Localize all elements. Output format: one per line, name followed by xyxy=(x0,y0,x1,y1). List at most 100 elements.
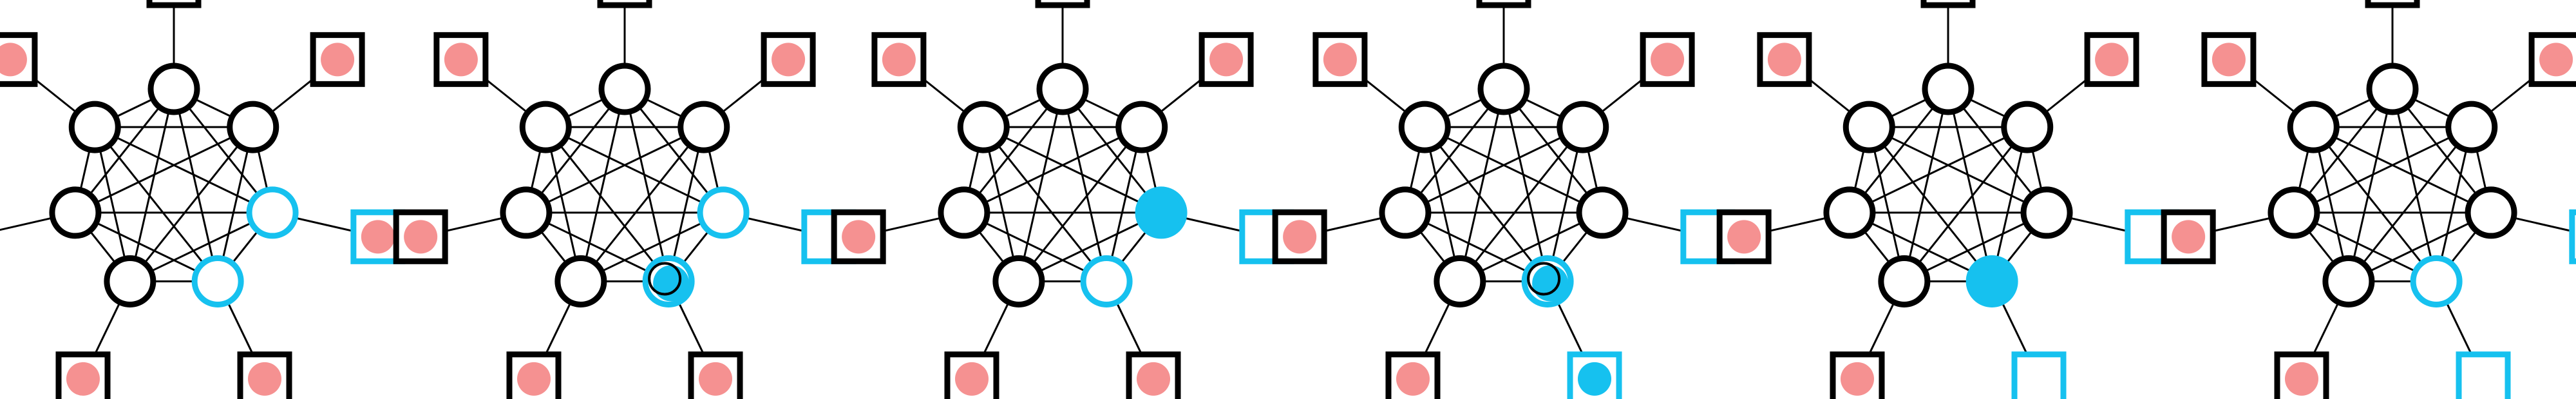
node-circle xyxy=(957,101,1010,153)
edge-2-6 xyxy=(2293,126,2472,214)
edge-1-5 xyxy=(94,126,273,214)
inner-node-3 xyxy=(2322,255,2375,307)
edge-0-4 xyxy=(1947,88,1993,282)
outer-square-1 xyxy=(2201,32,2257,87)
inner-node-2 xyxy=(1823,186,1876,239)
edge-2-4 xyxy=(2293,211,2437,282)
edge-0-5 xyxy=(1061,88,1162,213)
red-peg xyxy=(516,362,551,396)
node-circle xyxy=(1557,101,1609,153)
inner-node-4 xyxy=(2410,255,2463,307)
inner-node-1 xyxy=(957,101,1010,153)
node-circle xyxy=(1878,255,1931,307)
inner-node-2 xyxy=(500,186,553,239)
edge-0-2 xyxy=(2293,88,2394,213)
edge-3-5 xyxy=(580,211,724,282)
outer-square-0 xyxy=(146,0,202,8)
edge-2-4 xyxy=(963,211,1107,282)
outer-square-3 xyxy=(55,351,111,399)
red-peg xyxy=(0,43,27,77)
node-circle xyxy=(992,255,1045,307)
inner-node-1 xyxy=(1842,101,1895,153)
node-circle xyxy=(1379,186,1432,239)
edge-2-6 xyxy=(1405,126,1584,214)
edge-0-4 xyxy=(173,88,219,282)
inner-node-0 xyxy=(598,63,651,115)
outer-square-4 xyxy=(688,351,743,399)
red-peg xyxy=(2172,220,2206,254)
edge-3-5 xyxy=(1459,211,1603,282)
edge-1-4 xyxy=(1424,126,1549,282)
outer-square-1 xyxy=(0,32,38,87)
outer-square-3 xyxy=(1830,351,1885,399)
inner-node-3 xyxy=(1878,255,1931,307)
inner-node-1 xyxy=(519,101,572,153)
node-inner-ring xyxy=(1527,262,1561,296)
inner-node-3 xyxy=(1434,255,1486,307)
red-peg xyxy=(699,362,733,396)
square-frame xyxy=(2011,351,2067,399)
diagram-panel-2 xyxy=(393,0,857,399)
edge-1-4 xyxy=(1868,126,1993,282)
inner-node-3 xyxy=(554,255,607,307)
diagram-panel-4 xyxy=(1272,0,1736,399)
red-peg xyxy=(842,220,876,254)
edge-1-5 xyxy=(983,126,1162,214)
red-peg xyxy=(954,362,989,396)
inner-node-0 xyxy=(1477,63,1530,115)
outer-square-5 xyxy=(2569,209,2576,264)
outer-square-0 xyxy=(1476,0,1531,8)
node-circle xyxy=(1115,101,1168,153)
edge-2-6 xyxy=(526,126,705,214)
edge-4-6 xyxy=(216,126,254,282)
outer-square-4 xyxy=(2011,351,2067,399)
inner-node-5 xyxy=(1576,186,1629,239)
outer-square-4 xyxy=(2456,351,2511,399)
inner-node-5 xyxy=(246,186,299,239)
edge-3-5 xyxy=(129,211,273,282)
node-circle xyxy=(1965,255,2018,307)
edge-3-5 xyxy=(1904,211,2047,282)
square-frame xyxy=(597,0,652,8)
node-circle xyxy=(147,63,200,115)
edge-0-3 xyxy=(129,88,175,282)
edge-0-3 xyxy=(580,88,626,282)
red-peg xyxy=(1209,43,1244,77)
edge-0-5 xyxy=(2391,88,2492,213)
inner-node-5 xyxy=(2020,186,2073,239)
edge-2-4 xyxy=(75,211,218,282)
outer-square-0 xyxy=(597,0,652,8)
square-frame xyxy=(2456,351,2511,399)
edge-4-6 xyxy=(1546,126,1584,282)
outer-square-6 xyxy=(2528,32,2576,87)
red-peg xyxy=(1323,43,1357,77)
node-circle xyxy=(2445,101,2498,153)
diagram-panel-3 xyxy=(831,0,1294,399)
inner-node-6 xyxy=(227,101,279,153)
edge-0-5 xyxy=(1502,88,1604,213)
inner-node-5 xyxy=(697,186,750,239)
blue-peg xyxy=(1578,362,1612,396)
node-circle xyxy=(1823,186,1876,239)
outer-square-4 xyxy=(1567,351,1622,399)
outer-square-3 xyxy=(1385,351,1441,399)
node-inner-ring xyxy=(648,262,682,296)
outer-square-6 xyxy=(310,32,365,87)
inner-node-4 xyxy=(1965,255,2018,307)
edge-1-3 xyxy=(544,126,582,282)
node-circle xyxy=(1576,186,1629,239)
node-circle xyxy=(2268,186,2320,239)
edge-2-4 xyxy=(526,211,669,282)
red-peg xyxy=(1283,220,1317,254)
red-peg xyxy=(2211,43,2246,77)
edge-2-4 xyxy=(1405,211,1548,282)
edge-1-5 xyxy=(1868,126,2047,214)
node-circle xyxy=(938,186,990,239)
edge-1-5 xyxy=(1424,126,1603,214)
inner-node-6 xyxy=(2445,101,2498,153)
outer-square-2 xyxy=(831,209,886,264)
edge-0-5 xyxy=(623,88,724,213)
red-peg xyxy=(248,362,282,396)
edge-3-6 xyxy=(2347,126,2472,282)
inner-node-2 xyxy=(1379,186,1432,239)
